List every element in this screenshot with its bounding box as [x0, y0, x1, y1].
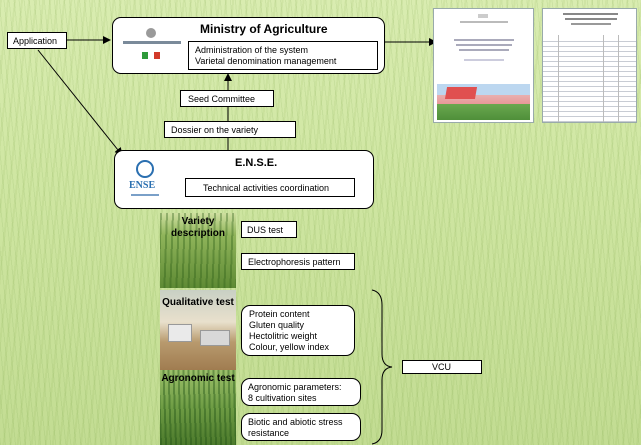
application-label: Application [13, 36, 58, 46]
agronomic-params-line-1: Agronomic parameters: [248, 382, 342, 392]
colour-index-label: Colour, yellow index [249, 342, 330, 352]
ministry-title: Ministry of Agriculture [200, 22, 328, 36]
ministry-function-2: Varietal denomination management [195, 56, 337, 66]
qualitative-params-box: Protein content Gluten quality Hectolitr… [241, 305, 355, 356]
logo-caption-bar [123, 41, 181, 44]
vcu-box: VCU [402, 360, 482, 374]
qualitative-test-label: Qualitative test [162, 297, 234, 308]
dus-test-label: DUS test [247, 225, 284, 235]
application-box: Application [7, 32, 67, 49]
ministry-functions-box: Administration of the system Varietal de… [188, 41, 378, 70]
dus-test-box: DUS test [241, 221, 297, 238]
wheat-field-photo [160, 213, 236, 288]
ense-box: ENSE E.N.S.E. Technical activities coord… [114, 150, 374, 209]
stress-line-1: Biotic and abiotic stress [248, 417, 343, 427]
ense-activity-label: Technical activities coordination [203, 183, 330, 193]
italian-flag-icon [142, 51, 160, 59]
vcu-label: VCU [432, 362, 452, 372]
ministry-logo [121, 26, 183, 62]
stress-line-2: resistance [248, 428, 290, 438]
ense-title: E.N.S.E. [235, 157, 278, 169]
ense-logo: ENSE [125, 160, 165, 202]
globe-icon [136, 160, 154, 178]
stress-resistance-box: Biotic and abiotic stress resistance [241, 413, 361, 441]
electrophoresis-label: Electrophoresis pattern [248, 257, 341, 267]
laboratory-photo [160, 290, 236, 370]
electrophoresis-box: Electrophoresis pattern [241, 253, 355, 270]
ministry-box: Ministry of Agriculture Administration o… [112, 17, 385, 74]
agronomic-field-photo [160, 370, 236, 445]
hectolitric-weight-label: Hectolitric weight [249, 331, 318, 341]
ense-activity-box: Technical activities coordination [185, 178, 355, 197]
protein-content-label: Protein content [249, 309, 310, 319]
dossier-label: Dossier on the variety [171, 125, 259, 135]
document-thumbnail-report [433, 8, 534, 123]
emblem-icon [146, 28, 156, 38]
dossier-box: Dossier on the variety [164, 121, 296, 138]
document-thumbnail-table [542, 8, 637, 123]
seed-committee-box: Seed Committee [180, 90, 274, 107]
arrow-application-to-ense [37, 49, 123, 156]
ministry-function-1: Administration of the system [195, 45, 309, 55]
vcu-bracket [371, 289, 393, 445]
ense-logo-text: ENSE [129, 180, 156, 191]
agronomic-params-line-2: 8 cultivation sites [248, 393, 317, 403]
agronomic-test-label: Agronomic test [161, 373, 235, 384]
seed-committee-label: Seed Committee [188, 94, 256, 104]
agronomic-params-box: Agronomic parameters: 8 cultivation site… [241, 378, 361, 406]
gluten-quality-label: Gluten quality [249, 320, 305, 330]
variety-description-label: Variety description [171, 216, 225, 239]
